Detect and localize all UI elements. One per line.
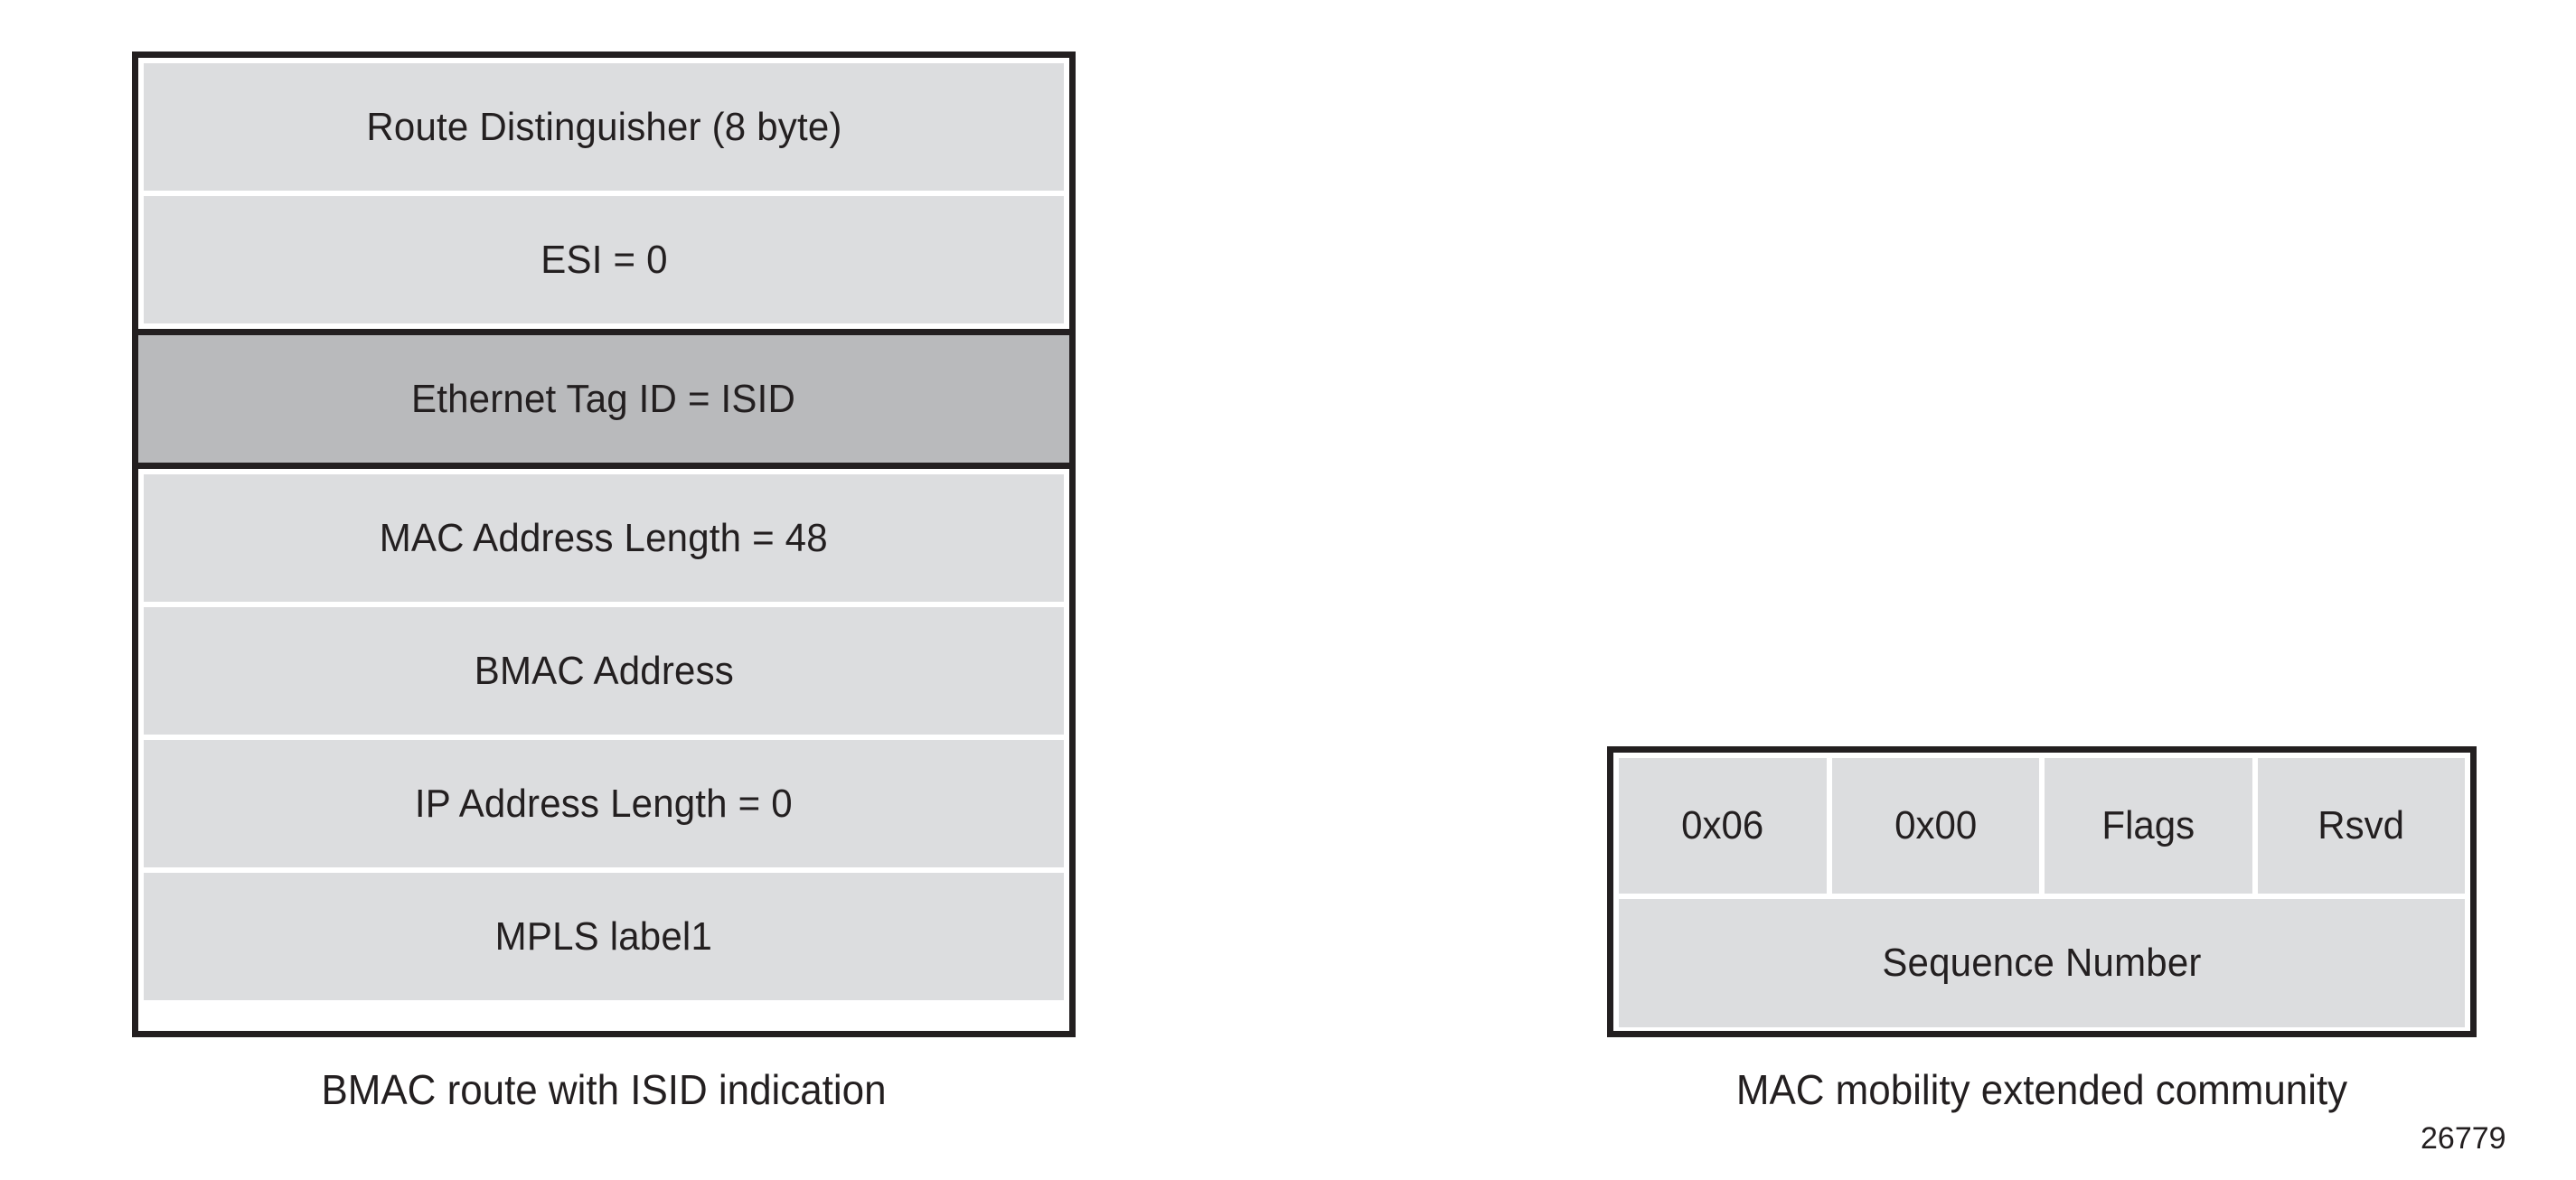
extended-community-header-row: 0x06 0x00 Flags Rsvd — [1619, 758, 2465, 894]
mac-mobility-extended-community-table: 0x06 0x00 Flags Rsvd Sequence Number — [1607, 746, 2477, 1037]
packet-field-label: MAC Address Length = 48 — [379, 515, 829, 560]
packet-field-label: MPLS label1 — [494, 913, 713, 959]
packet-field-mpls-label1: MPLS label1 — [144, 873, 1064, 1000]
packet-field-mac-address-length: MAC Address Length = 48 — [144, 474, 1064, 602]
packet-field-ip-address-length: IP Address Length = 0 — [144, 740, 1064, 867]
packet-field-label: Ethernet Tag ID = ISID — [411, 376, 796, 421]
packet-field-route-distinguisher: Route Distinguisher (8 byte) — [144, 63, 1064, 191]
packet-field-bmac-address: BMAC Address — [144, 607, 1064, 735]
bmac-route-packet-table: Route Distinguisher (8 byte) ESI = 0 Eth… — [132, 52, 1076, 1037]
mac-mobility-caption: MAC mobility extended community — [1735, 1066, 2348, 1113]
packet-field-esi: ESI = 0 — [144, 196, 1064, 323]
packet-field-label: BMAC Address — [474, 648, 734, 693]
bmac-route-caption: BMAC route with ISID indication — [321, 1066, 887, 1113]
packet-field-ethernet-tag-id: Ethernet Tag ID = ISID — [132, 329, 1076, 469]
packet-field-label: Route Distinguisher (8 byte) — [365, 104, 842, 149]
packet-field-label: Sequence Number — [1882, 941, 2202, 985]
packet-field-label: Rsvd — [2317, 803, 2405, 848]
packet-field-label: IP Address Length = 0 — [415, 781, 793, 826]
packet-field-flags: Flags — [2045, 758, 2252, 894]
packet-field-label: Flags — [2101, 803, 2195, 848]
packet-field-subtype-0x00: 0x00 — [1831, 758, 2039, 894]
packet-field-type-0x06: 0x06 — [1619, 758, 1827, 894]
packet-field-rsvd: Rsvd — [2257, 758, 2465, 894]
packet-field-label: ESI = 0 — [540, 237, 668, 282]
packet-field-sequence-number: Sequence Number — [1619, 899, 2465, 1027]
packet-field-label: 0x06 — [1681, 803, 1764, 848]
packet-field-label: 0x00 — [1894, 803, 1977, 848]
figure-number: 26779 — [2421, 1121, 2506, 1156]
